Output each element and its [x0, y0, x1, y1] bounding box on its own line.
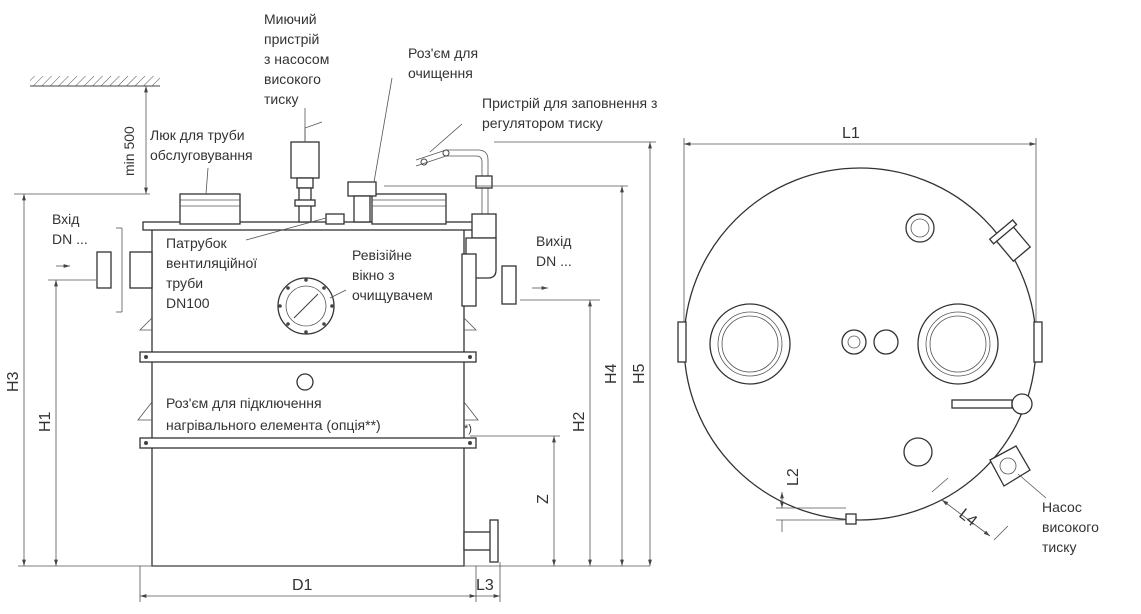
cleaning-connection-label: Роз'єм для очищення — [408, 45, 482, 81]
dim-h2: H2 — [571, 411, 588, 432]
top-view — [677, 138, 1047, 541]
ceiling-hatch — [30, 76, 160, 87]
dim-l3: L3 — [476, 577, 494, 594]
fill-device-label: Пристрій для заповнення з регулятором ти… — [482, 95, 661, 131]
fill-device — [415, 149, 497, 307]
dim-h3: H3 — [5, 371, 22, 392]
top-hatch-left — [709, 303, 791, 385]
top-outlet-flange — [988, 219, 1032, 263]
service-hatch-label: Люк для труби обслуговування — [150, 127, 253, 163]
dim-l1: L1 — [842, 125, 860, 142]
lower-flange — [139, 437, 477, 449]
labels: Миючий пристрій з насосом високого тиску… — [52, 11, 1103, 555]
wash-device-pump — [290, 121, 323, 223]
side-view — [14, 76, 656, 602]
leader-lines — [205, 77, 463, 299]
top-fill-device — [951, 393, 1033, 415]
dimension-labels: D1 L3 H3 H1 Z H2 H4 H5 L1 L2 L4 — [5, 125, 980, 594]
tank-body — [137, 221, 479, 567]
inspection-window — [277, 277, 335, 335]
inlet-flange — [56, 228, 153, 312]
min-500-label: min 500 — [121, 126, 137, 176]
dim-l2: L2 — [785, 468, 802, 486]
dim-z: Z — [535, 494, 552, 504]
dim-h4: H4 — [603, 363, 620, 384]
heater-port — [296, 373, 314, 391]
dim-d1: D1 — [292, 577, 313, 594]
dim-l4: L4 — [956, 506, 981, 530]
asterisk-note: *) — [464, 423, 472, 435]
top-hatch-right — [917, 303, 999, 385]
hp-pump-label: Насос високого тиску — [1042, 499, 1103, 555]
upper-flange — [139, 351, 477, 363]
inspection-window-label: Ревізійне вікно з очищувачем — [352, 247, 433, 303]
side-dimensions — [14, 86, 656, 602]
wash-device-label: Миючий пристрій з насосом високого тиску — [264, 11, 333, 107]
vent-nozzle — [325, 213, 345, 225]
cleaning-connection — [347, 181, 377, 223]
bottom-nozzle — [463, 519, 499, 563]
vent-nozzle-label: Патрубок вентиляційної труби DN100 — [166, 235, 261, 311]
inlet-label: Вхід DN ... — [52, 211, 88, 247]
dim-h1: H1 — [37, 411, 54, 432]
dim-h5: H5 — [631, 363, 648, 384]
outlet-flange — [501, 265, 548, 305]
service-hatch-left — [179, 193, 241, 225]
heater-connection-label: Роз'єм для підключення нагрівального еле… — [166, 395, 381, 433]
service-hatch-right — [371, 193, 447, 225]
pump-leader — [1017, 473, 1047, 499]
outlet-label: Вихід DN ... — [536, 233, 575, 269]
